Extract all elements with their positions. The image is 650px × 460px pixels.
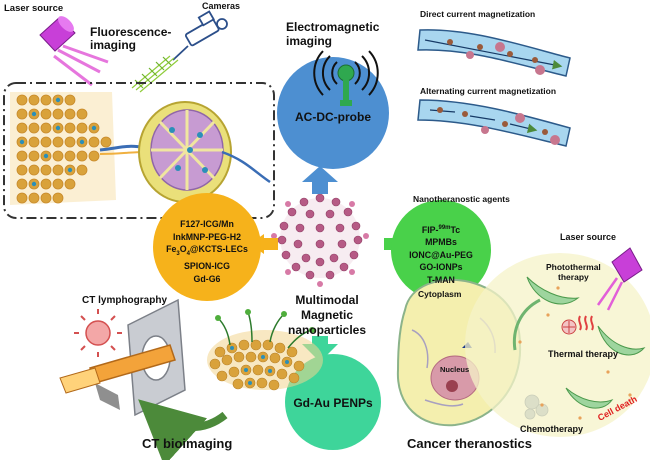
ct-lymphography-label: CT lymphography: [82, 295, 168, 306]
tissue-cells: [10, 92, 116, 205]
laser-source-right-icon: [596, 247, 643, 311]
arrow-up: [302, 166, 338, 194]
laser-source-icon: [39, 16, 109, 87]
ct-scanner: [59, 298, 186, 417]
photothermal-label: Photothermal therapy: [546, 262, 601, 282]
right-agents-circle: [391, 200, 491, 300]
right-agent-4: GO-IONPs: [419, 262, 463, 273]
direct-current-label: Direct current magnetization: [420, 9, 536, 19]
left-agent-1: F127-ICG/Mn: [180, 219, 234, 229]
ac-dc-probe-circle: [277, 57, 389, 169]
left-agents-circle: [153, 193, 261, 301]
cameras-label: Cameras: [202, 1, 241, 11]
fluorescence-label: Fluorescence- imaging: [90, 25, 172, 52]
probe-icon: [313, 50, 379, 106]
lymph-node: [138, 101, 271, 203]
lymph-node-box: [3, 82, 275, 219]
arrow-down: [302, 336, 338, 362]
right-agents-list: FIP-99mTc MPMBs IONC@Au-PEG GO-IONPs T-M…: [393, 222, 489, 286]
cell-cluster: [207, 309, 323, 391]
left-agent-3: Fe3O4@KCTS-LECs: [166, 244, 248, 257]
nanotheranostic-label: Nanotheranostic agents: [413, 194, 510, 204]
electromagnetic-label: Electromagnetic imaging: [286, 20, 380, 48]
left-agents-list: F127-ICG/Mn InkMNP-PEG-H2 Fe3O4@KCTS-LEC…: [153, 218, 261, 285]
camera-icon: [172, 10, 228, 61]
laser-source-top-label: Laser source: [4, 3, 64, 14]
left-agent-4: SPION-ICG: [184, 261, 230, 272]
heat-particle: [561, 315, 594, 335]
ac-dc-probe-text: AC-DC-probe: [295, 110, 371, 124]
fluorescence-beam: [131, 55, 179, 93]
cytoplasm-label: Cytoplasm: [418, 289, 462, 299]
left-agent-2: InkMNP-PEG-H2: [173, 231, 241, 242]
photothermal-region: [465, 253, 650, 437]
vessel-dc: [417, 29, 571, 77]
ct-bioimaging-label: CT bioimaging: [142, 436, 233, 451]
right-agent-1: FIP-99mTc: [421, 224, 461, 235]
nucleus-label: Nucleus: [440, 365, 470, 374]
left-agent-5: Gd-G6: [193, 273, 221, 284]
chemotherapy-label: Chemotherapy: [520, 424, 584, 434]
thermal-therapy-label: Thermal therapy: [548, 349, 619, 359]
cancer-theranostics-label: Cancer theranostics: [407, 436, 532, 451]
multimodal-label: Multimodal Magnetic nanoparticles: [287, 293, 367, 337]
curved-arrow: [138, 399, 228, 460]
vessel-ac: [417, 99, 571, 147]
alternating-current-label: Alternating current magnetization: [420, 86, 557, 96]
magnetic-nanoparticle: [271, 185, 369, 287]
gd-au-text: Gd-Au PENPs: [293, 396, 373, 410]
right-agent-3: IONC@Au-PEG: [409, 249, 473, 260]
right-agent-2: MPMBs: [425, 237, 457, 248]
right-agent-5: T-MAN: [427, 274, 455, 285]
laser-source-right-label: Laser source: [560, 232, 617, 242]
